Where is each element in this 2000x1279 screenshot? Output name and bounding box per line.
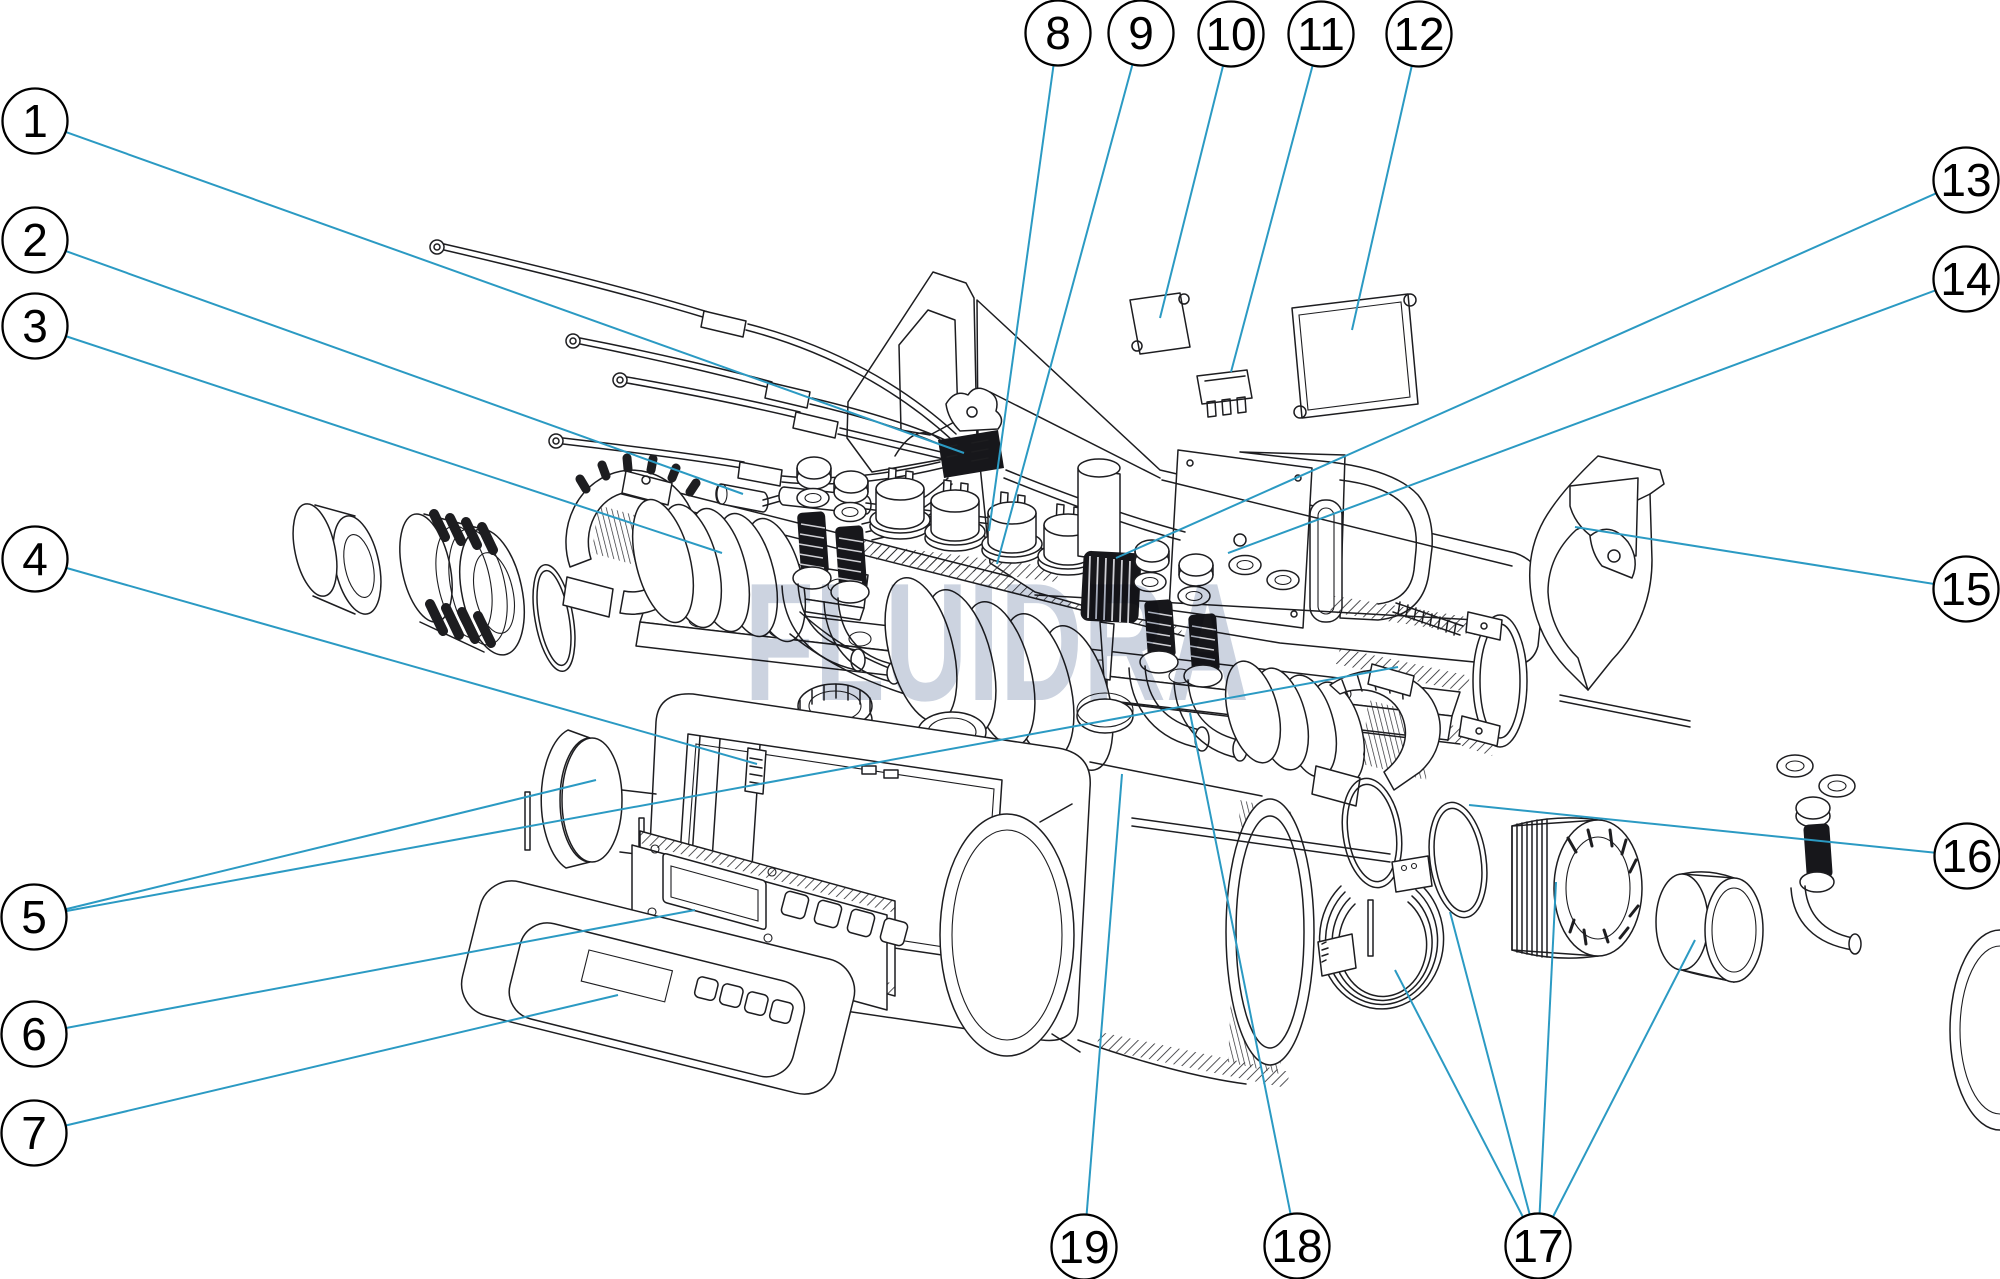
svg-text:FLUIDRA: FLUIDRA	[744, 548, 1249, 736]
svg-text:19: 19	[1058, 1221, 1109, 1273]
svg-text:18: 18	[1271, 1220, 1322, 1272]
svg-text:7: 7	[21, 1107, 47, 1159]
svg-text:13: 13	[1940, 154, 1991, 206]
svg-text:8: 8	[1045, 7, 1071, 59]
svg-text:12: 12	[1393, 8, 1444, 60]
svg-text:3: 3	[22, 300, 48, 352]
svg-text:4: 4	[22, 533, 48, 585]
svg-text:6: 6	[21, 1008, 47, 1060]
svg-text:16: 16	[1941, 830, 1992, 882]
svg-text:1: 1	[22, 95, 48, 147]
svg-text:2: 2	[22, 214, 48, 266]
svg-text:15: 15	[1940, 563, 1991, 615]
svg-text:5: 5	[21, 891, 47, 943]
svg-text:9: 9	[1128, 7, 1154, 59]
svg-text:17: 17	[1512, 1220, 1563, 1272]
svg-text:14: 14	[1940, 253, 1991, 305]
svg-text:10: 10	[1205, 8, 1256, 60]
svg-text:11: 11	[1297, 8, 1345, 60]
